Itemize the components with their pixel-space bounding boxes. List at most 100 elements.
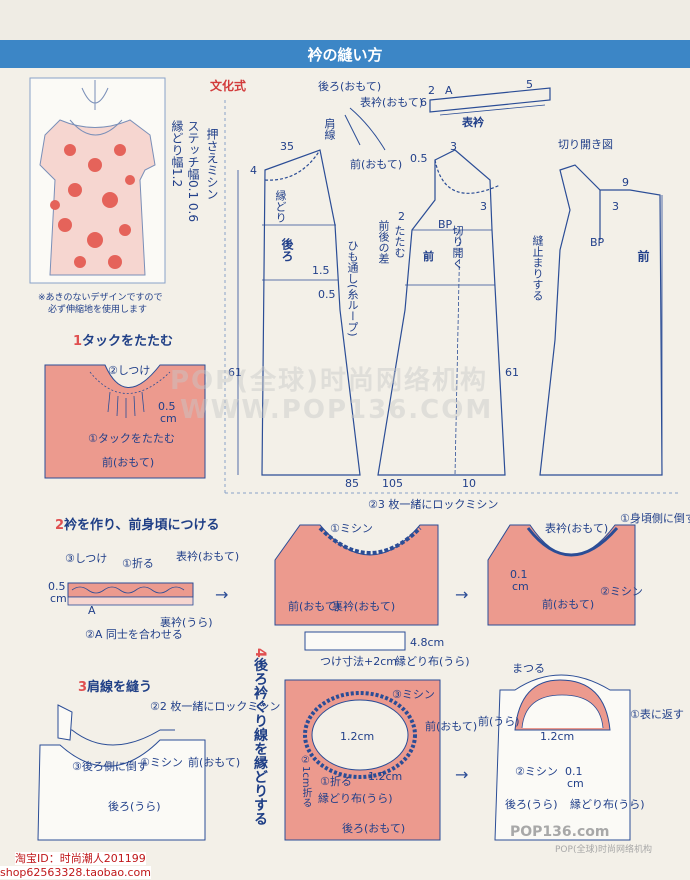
dim-10: 10 [462, 477, 476, 490]
step2-front2: 前(おもて) [542, 598, 595, 611]
cut-front-label: 前 [636, 250, 650, 262]
bp-label: BP [438, 218, 453, 231]
dim-0-5b: 0.5 [410, 152, 428, 165]
dim-3b: 3 [480, 200, 487, 213]
step3-front: 前(おもて) [188, 756, 241, 769]
collar-strip [429, 87, 551, 116]
method-label: 文化式 [210, 79, 247, 93]
dim-3c: 3 [612, 200, 619, 213]
footer-line-2: shop62563328.taobao.com [0, 866, 151, 879]
step4-size: つけ寸法+2cm [320, 655, 397, 668]
step1-front: 前(おもて) [102, 456, 155, 469]
title-bar [0, 40, 690, 68]
step1-tuck: ①タックをたたむ [88, 432, 175, 445]
step1-panel [44, 364, 206, 479]
dim-61b: 61 [505, 366, 519, 379]
step2-d01: 0.1 [510, 568, 528, 581]
dim-0-5: 0.5 [318, 288, 336, 301]
svg-text:→: → [215, 585, 228, 604]
step4-front2: 前(うら) [478, 715, 520, 728]
dim-5: 5 [526, 78, 533, 91]
dim-1-5: 1.5 [312, 264, 330, 277]
step4-mishin: ③ミシン [392, 688, 435, 701]
step4-d12c: 1.2cm [540, 730, 575, 743]
step3-lock: ②2 枚一緒にロックミシン [150, 700, 281, 713]
tuck-label: たたむ [393, 225, 406, 258]
dim-35: 35 [280, 140, 294, 153]
step1-d05: 0.5 [158, 400, 176, 413]
cord-label: ひも通し(糸ループ) [346, 240, 359, 337]
page-title: 衿の縫い方 [307, 46, 383, 64]
step3-title: 3肩線を縫う [78, 680, 153, 695]
step2-outer: 表衿(おもて) [176, 550, 240, 563]
step2-align: ②A 同士を合わせる [85, 628, 183, 641]
collar-back-label: 後ろ(おもて) [318, 80, 382, 93]
step4-back2: 後ろ(うら) [505, 798, 558, 811]
step2-outer2: 表衿(おもて) [545, 522, 609, 535]
step4-back: 後ろ(おもて) [342, 822, 406, 835]
step4-onecm: ②1cm折る [300, 755, 311, 808]
dim-2a: 2 [428, 84, 435, 97]
step2-body-side: ①身頃側に倒す [620, 512, 690, 525]
step3-back: 後ろ(うら) [108, 800, 161, 813]
shoulder-label: 肩線 [323, 118, 336, 140]
step4-d12b: 1.2cm [368, 770, 403, 783]
step2-lock: ②3 枚一緒にロックミシン [368, 498, 499, 511]
step4-front: 前(おもて) [425, 720, 478, 733]
step2-inner2: 裏衿(おもて) [332, 600, 396, 613]
dim-4: 4 [250, 164, 257, 177]
collar-front-label: 前(おもて) [350, 158, 403, 171]
step2-cm: cm [50, 592, 67, 605]
dress-figure [39, 119, 156, 276]
cut-open-pattern [539, 164, 663, 476]
dim-105: 105 [382, 477, 403, 490]
note-line-1: ※あきのないデザインですので [38, 293, 163, 303]
step4-stitch: まつる [512, 662, 545, 675]
dim-61: 61 [228, 366, 242, 379]
cut-open-figure-label: 切り開き図 [558, 138, 613, 151]
step3-mishin: ①ミシン [140, 756, 183, 769]
step1-cm: cm [160, 412, 177, 425]
step2-cm2: cm [512, 580, 529, 593]
note-line-2: 必ず伸縮地を使用します [48, 305, 148, 315]
dim-9: 9 [622, 176, 629, 189]
dress-flowers [50, 144, 135, 269]
step4-d12: 1.2cm [340, 730, 375, 743]
step4-binding-strip [304, 631, 406, 651]
top-band [0, 0, 690, 40]
dim-85: 85 [345, 477, 359, 490]
step4-width: 4.8cm [410, 636, 445, 649]
step4-binding: 縁どり布(うら) [395, 655, 470, 668]
step2-front: 前(おもて) [288, 600, 341, 613]
step2-inner: 裏衿(うら) [160, 616, 213, 629]
press-stitch: 押さえミシン [205, 128, 219, 200]
step2-title: 2衿を作り、前身頃につける [55, 518, 220, 533]
step4-cm: cm [567, 777, 584, 790]
watermark-logo-sub: POP(全球)时尚网络机构 [555, 845, 652, 855]
front-pattern [377, 149, 506, 476]
binding-width: 縁どり幅1.2 [170, 120, 184, 188]
back-front-diff: 前後の差 [377, 220, 390, 264]
bp-label-2: BP [590, 236, 605, 249]
outer-collar-label: 表衿(おもて) [360, 96, 424, 109]
cut-open-label: 切り開く [451, 225, 464, 269]
front-piece-label: 前 [423, 250, 434, 263]
step3-back [37, 739, 206, 841]
step2-basting: ③しつけ [65, 552, 108, 565]
watermark-pop: POP(全球)时尚网络机构 [170, 366, 488, 396]
step4-d01: 0.1 [565, 765, 583, 778]
bias-binding-label: 縁どり [274, 190, 287, 223]
watermark-url: WWW.POP136.COM [180, 395, 494, 425]
step1-title: 1タックをたたむ [73, 334, 174, 349]
step4-binding3: 縁どり布(うら) [570, 798, 645, 811]
step4-binding2: 縁どり布(うら) [318, 792, 393, 805]
step2-collar-strip [67, 582, 194, 606]
back-pattern [237, 149, 361, 476]
step4-fold: ①折る [320, 775, 352, 788]
step2-fold: ①折る [122, 557, 154, 570]
step3-back-side: ③後ろ側に倒す [72, 760, 148, 773]
step4-title: 4後ろ衿ぐり線を縁どりする [252, 648, 268, 826]
step4-mishin2: ②ミシン [515, 765, 558, 778]
back-piece-label: 後ろ [280, 238, 294, 262]
